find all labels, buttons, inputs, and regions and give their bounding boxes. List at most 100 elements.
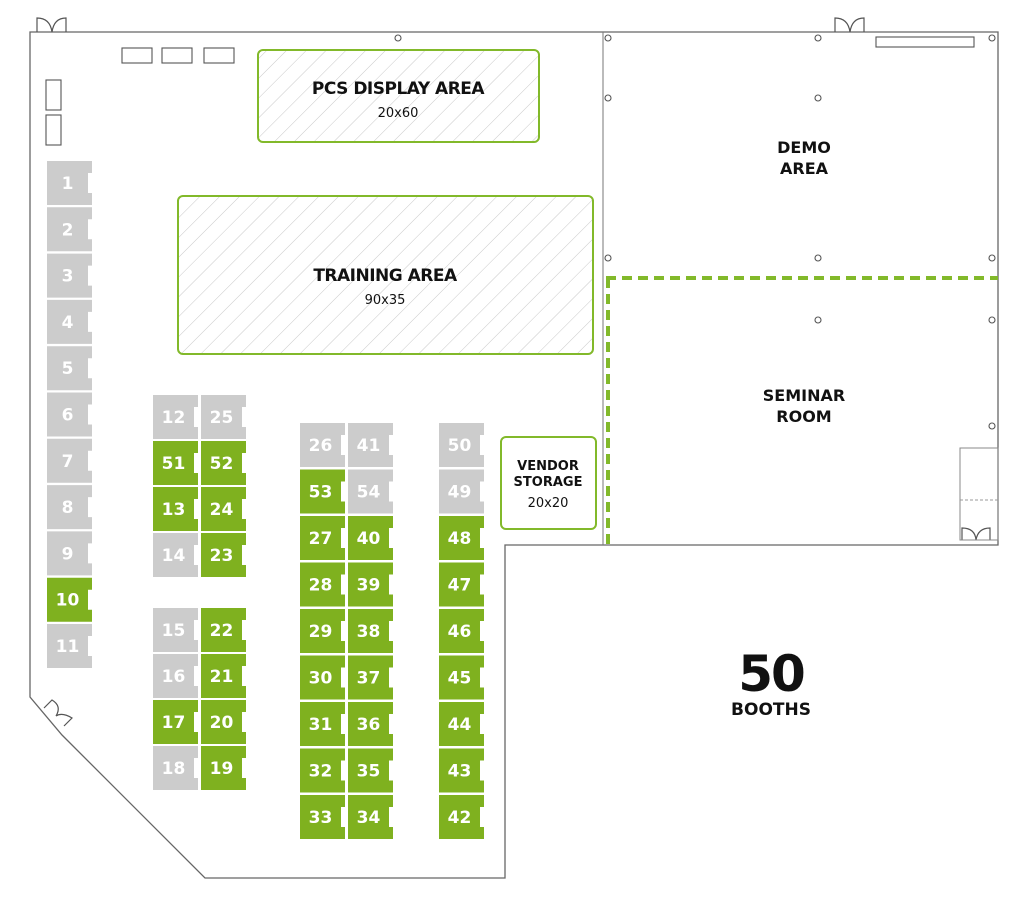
booth-20[interactable]: 20 (201, 700, 246, 744)
booth-shape (47, 577, 92, 622)
booth-shape (201, 654, 246, 698)
booth-51[interactable]: 51 (153, 441, 198, 485)
booth-47[interactable]: 47 (439, 562, 484, 607)
booth-13[interactable]: 13 (153, 487, 198, 531)
booth-shape (300, 748, 345, 793)
booth-shape (47, 161, 92, 205)
booth-54[interactable]: 54 (348, 469, 393, 514)
booth-1[interactable]: 1 (47, 161, 92, 205)
booth-38[interactable]: 38 (348, 609, 393, 653)
booth-number: 50 (448, 436, 472, 456)
booth-6[interactable]: 6 (47, 392, 92, 437)
booth-21[interactable]: 21 (201, 654, 246, 698)
booth-10[interactable]: 10 (47, 577, 92, 622)
booth-number: 5 (62, 359, 74, 379)
booth-number: 49 (448, 483, 472, 503)
booth-shape (201, 487, 246, 531)
booth-23[interactable]: 23 (201, 533, 246, 577)
booth-number: 48 (448, 529, 472, 549)
booth-number: 51 (162, 454, 186, 474)
booth-shape (348, 562, 393, 607)
booth-29[interactable]: 29 (300, 609, 345, 653)
booth-shape (300, 423, 345, 467)
booth-3[interactable]: 3 (47, 253, 92, 298)
booth-39[interactable]: 39 (348, 562, 393, 607)
booth-37[interactable]: 37 (348, 655, 393, 700)
booth-48[interactable]: 48 (439, 516, 484, 560)
booth-number: 21 (210, 667, 234, 687)
booth-number: 24 (210, 500, 234, 520)
booth-44[interactable]: 44 (439, 702, 484, 746)
booth-26[interactable]: 26 (300, 423, 345, 467)
booth-shape (47, 485, 92, 530)
booth-52[interactable]: 52 (201, 441, 246, 485)
booth-number: 26 (309, 436, 333, 456)
booth-50[interactable]: 50 (439, 423, 484, 467)
booth-shape (201, 746, 246, 790)
booth-shape (300, 655, 345, 700)
booth-number: 45 (448, 669, 472, 689)
booth-41[interactable]: 41 (348, 423, 393, 467)
booth-shape (153, 608, 198, 652)
booth-43[interactable]: 43 (439, 748, 484, 793)
booth-53[interactable]: 53 (300, 469, 345, 514)
booth-number: 22 (210, 621, 234, 641)
booth-32[interactable]: 32 (300, 748, 345, 793)
booth-shape (348, 516, 393, 560)
door-icon (36, 17, 991, 727)
booth-14[interactable]: 14 (153, 533, 198, 577)
booth-36[interactable]: 36 (348, 702, 393, 746)
booth-16[interactable]: 16 (153, 654, 198, 698)
doorway (959, 447, 999, 541)
booth-5[interactable]: 5 (47, 346, 92, 391)
booth-shape (201, 395, 246, 439)
booth-number: 9 (62, 544, 74, 564)
booth-number: 1 (62, 174, 74, 194)
booth-number: 6 (62, 406, 74, 426)
booth-35[interactable]: 35 (348, 748, 393, 793)
booth-42[interactable]: 42 (439, 795, 484, 839)
booth-22[interactable]: 22 (201, 608, 246, 652)
booth-45[interactable]: 45 (439, 655, 484, 700)
booth-shape (348, 702, 393, 746)
booth-17[interactable]: 17 (153, 700, 198, 744)
booth-33[interactable]: 33 (300, 795, 345, 839)
booth-number: 47 (448, 576, 472, 596)
booth-number: 4 (62, 313, 74, 333)
booth-shape (439, 655, 484, 700)
booth-count: 50 (738, 645, 804, 703)
vendor-title-2: STORAGE (514, 475, 583, 490)
booth-7[interactable]: 7 (47, 438, 92, 483)
booth-25[interactable]: 25 (201, 395, 246, 439)
booth-12[interactable]: 12 (153, 395, 198, 439)
booth-shape (47, 299, 92, 344)
booth-shape (153, 487, 198, 531)
booth-28[interactable]: 28 (300, 562, 345, 607)
booth-shape (439, 748, 484, 793)
booth-15[interactable]: 15 (153, 608, 198, 652)
booth-2[interactable]: 2 (47, 207, 92, 252)
booth-49[interactable]: 49 (439, 469, 484, 514)
booth-19[interactable]: 19 (201, 746, 246, 790)
booth-number: 2 (62, 220, 74, 240)
booth-34[interactable]: 34 (348, 795, 393, 839)
booth-4[interactable]: 4 (47, 299, 92, 344)
booth-40[interactable]: 40 (348, 516, 393, 560)
booth-number: 15 (162, 621, 186, 641)
booth-27[interactable]: 27 (300, 516, 345, 560)
booth-shape (47, 346, 92, 391)
booth-11[interactable]: 11 (47, 624, 92, 668)
booth-24[interactable]: 24 (201, 487, 246, 531)
booth-9[interactable]: 9 (47, 531, 92, 576)
booth-number: 52 (210, 454, 234, 474)
booth-8[interactable]: 8 (47, 485, 92, 530)
booth-30[interactable]: 30 (300, 655, 345, 700)
booth-46[interactable]: 46 (439, 609, 484, 653)
booth-shape (348, 655, 393, 700)
vendor-title-1: VENDOR (517, 459, 579, 474)
booth-18[interactable]: 18 (153, 746, 198, 790)
booth-shape (439, 795, 484, 839)
booth-31[interactable]: 31 (300, 702, 345, 746)
booth-shape (300, 516, 345, 560)
